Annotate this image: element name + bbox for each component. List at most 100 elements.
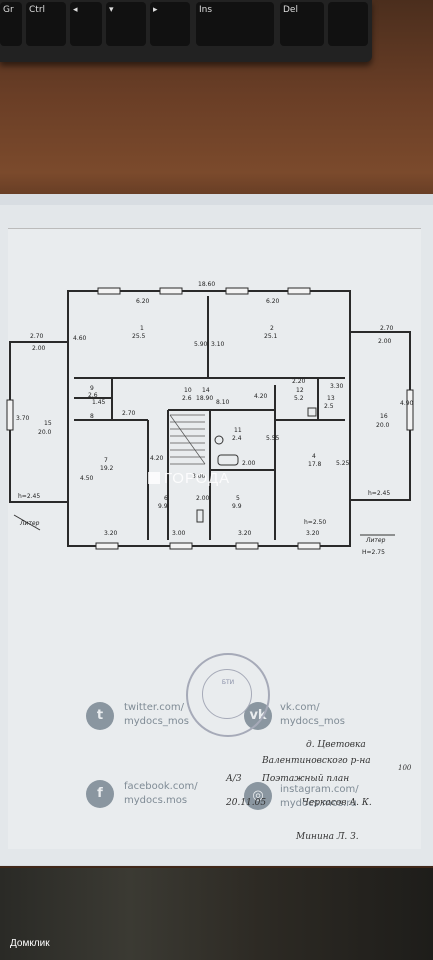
room-11-area: 2.4 [232,435,242,442]
room-16-number: 16 [380,413,388,420]
litera-left: Литер [19,520,40,527]
facebook-user: mydocs.mos [124,795,188,806]
dim-bottom-3: 3.20 [238,530,252,537]
handwriting-date: 20.11.05 [226,798,267,808]
domclick-watermark: Домклик [10,938,50,949]
room-1-area: 25.5 [132,333,146,340]
key-down: ▾ [106,2,146,46]
room-15-number: 15 [44,420,52,427]
litera-right: Литер [365,537,386,544]
twitter-user: mydocs_mos [124,716,189,727]
twitter-icon: t [86,702,114,730]
dim-left-annex-side: 3.70 [16,415,30,422]
handwriting-line5: Минина Л. З. [296,832,359,842]
room-9-area: 2.6 [88,392,98,399]
fabric-bottom [0,868,433,960]
bti-stamp: БТИ [186,653,270,737]
stamp-text: БТИ [221,679,235,686]
dim-right-annex-top: 2.70 [380,325,394,332]
room-12-number: 12 [296,387,304,394]
handwriting-line4: Черкасов А. К. [302,798,372,808]
room-6-number: 6 [164,495,168,502]
key-ins: Ins [196,2,274,46]
room-9-number: 9 [90,385,94,392]
ceiling-left: h=2.45 [18,493,40,500]
dim-room7-left: 4.50 [80,475,94,482]
ceiling-room4: h=2.50 [304,519,326,526]
key-left: ◂ [70,2,102,46]
room-2-number: 2 [270,325,274,332]
dim-left-annex-sub: 2.00 [32,345,46,352]
dim-room6-bottom: 2.00 [196,495,210,502]
ceiling-right: h=2.45 [368,490,390,497]
handwriting-line3-prefix: А/3 [226,774,242,784]
room-16-area: 20.0 [376,422,390,429]
room-1-number: 1 [140,325,144,332]
watermark-logo-icon [148,472,160,484]
vk-user: mydocs_mos [280,716,345,727]
facebook-url: facebook.com/ [124,781,198,792]
room-7-number: 7 [104,457,108,464]
dim-top-left: 6.20 [136,298,150,305]
room-13-number: 13 [327,395,335,402]
dim-top-right: 6.20 [266,298,280,305]
room-15-area: 20.0 [38,429,52,436]
room-14-area: 18.90 [196,395,213,402]
room-10-area: 2.6 [182,395,192,402]
dim-room1-right: 5.90 [194,341,208,348]
dim-overall: 18.60 [198,281,215,288]
dim-room1-left: 4.60 [73,335,87,342]
room-2-area: 25.1 [264,333,278,340]
vk-url: vk.com/ [280,702,320,713]
outer-height: H=2.75 [362,549,385,556]
dim-room13: 3.30 [330,383,344,390]
room-10-number: 10 [184,387,192,394]
room-4-area: 17.8 [308,461,322,468]
room-12-area: 5.2 [294,395,304,402]
dim-closet: 1.45 [92,399,106,406]
instagram-url: instagram.com/ [280,784,359,795]
dim-right-annex-sub: 2.00 [378,338,392,345]
dim-left-annex-top: 2.70 [30,333,44,340]
room-11-number: 11 [234,427,242,434]
room-7-area: 19.2 [100,465,114,472]
key-del: Del [280,2,324,46]
handwriting-line1: д. Цветовка [306,740,366,750]
dim-room7-top: 2.70 [122,410,136,417]
dim-stair: 4.20 [150,455,164,462]
key-altgr: Gr [0,2,22,46]
dim-room4-left: 5.55 [266,435,280,442]
main-outer-wall [67,290,351,547]
handwriting-line2: Валентиновского р-на [262,756,371,766]
dim-room12-top: 2.20 [292,378,306,385]
dim-bottom-1: 3.20 [104,530,118,537]
dim-right-annex-side: 4.90 [400,400,414,407]
key-right: ▸ [150,2,190,46]
key-ctrl: Ctrl [26,2,66,46]
room-4-number: 4 [312,453,316,460]
twitter-url: twitter.com/ [124,702,184,713]
room-5-number: 5 [236,495,240,502]
dim-bottom-2: 3.00 [172,530,186,537]
keyboard: Gr Ctrl ◂ ▾ ▸ Ins Del [0,0,372,62]
room-5-area: 9.9 [232,503,242,510]
dim-bath: 2.00 [242,460,256,467]
handwriting-line3: Поэтажный план [262,774,350,784]
dim-corridor: 8.10 [216,399,230,406]
room-8-number: 8 [90,413,94,420]
watermark-brand: ГОРОДА [164,470,231,487]
dim-bath-side: 4.20 [254,393,268,400]
dim-room2-left: 3.10 [211,341,225,348]
dim-bottom-4: 3.20 [306,530,320,537]
instagram-user: mydocs.mos.ru [280,798,357,809]
key-blank [328,2,368,46]
dim-room6-side: 3.00 [192,473,206,480]
room-13-area: 2.5 [324,403,334,410]
instagram-icon: ◎ [244,782,272,810]
handwriting-line2b: 100 [398,764,412,772]
room-14-number: 14 [202,387,210,394]
dim-room4-right: 5.25 [336,460,350,467]
facebook-icon: f [86,780,114,808]
